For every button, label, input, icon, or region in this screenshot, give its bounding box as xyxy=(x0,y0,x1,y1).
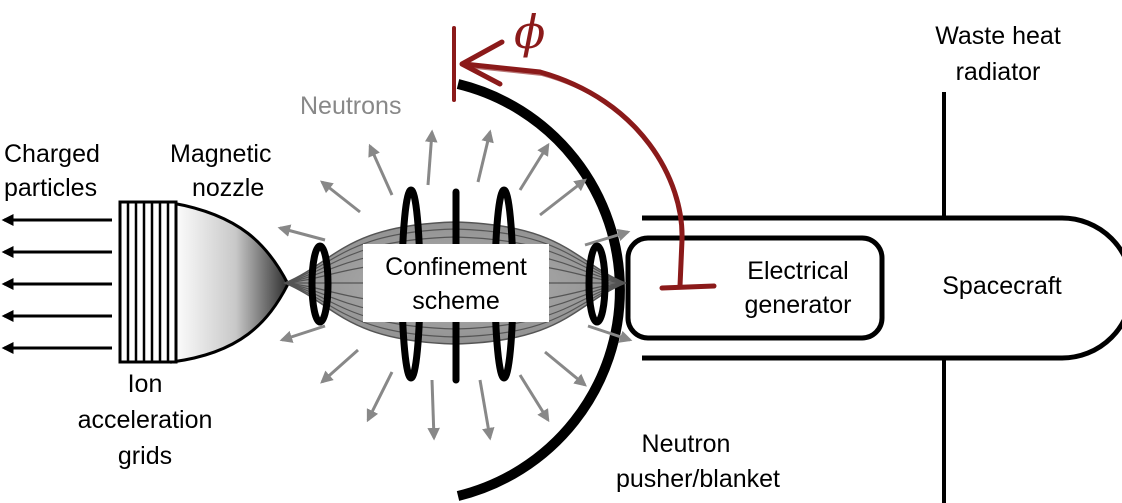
neutron-arrow xyxy=(544,350,587,387)
neutrons-label: Neutrons xyxy=(300,92,401,120)
magnetic-nozzle xyxy=(170,201,290,364)
neutron-arrow xyxy=(539,178,587,217)
ion-grids-label-line3: grids xyxy=(118,442,172,470)
neutron-arrow xyxy=(320,180,361,214)
phi-label: ϕ xyxy=(514,5,545,59)
confinement-scheme-label-line2: scheme xyxy=(412,287,500,315)
neutron-arrow xyxy=(584,228,631,247)
neutron-arrow xyxy=(518,374,550,423)
neutron-arrow xyxy=(320,348,359,384)
neutron-arrow xyxy=(279,324,326,343)
waste-heat-label-line2: radiator xyxy=(956,58,1041,86)
charged-particles-label-line1: Charged xyxy=(4,140,100,168)
magnetic-nozzle-label-line1: Magnetic xyxy=(170,140,271,168)
neutron-arrow xyxy=(368,143,394,196)
neutron-arrow xyxy=(478,379,495,441)
phi-arrow-head xyxy=(459,39,505,87)
electrical-generator-box xyxy=(625,235,885,341)
neutron-arrows xyxy=(277,129,633,441)
neutron-arrow xyxy=(427,379,440,441)
ion-grids-label-line1: Ion xyxy=(128,370,163,398)
spacecraft-label: Spacecraft xyxy=(942,272,1062,300)
ion-grids-label-line2: acceleration xyxy=(78,406,213,434)
neutron-arrow xyxy=(424,129,438,186)
neutron-pusher-arc xyxy=(456,79,625,501)
magnetic-nozzle-label-line2: nozzle xyxy=(192,174,264,202)
neutron-arrow xyxy=(518,142,550,191)
charged-particle-arrows xyxy=(1,214,112,354)
electrical-generator-label-line1: Electrical xyxy=(747,257,848,285)
neutron-arrow xyxy=(366,371,394,423)
neutron-arrow xyxy=(587,324,633,343)
neutron-pusher-label-line2: pusher/blanket xyxy=(616,465,780,493)
confinement-scheme-label-line1: Confinement xyxy=(385,253,527,281)
neutron-pusher-label-line1: Neutron xyxy=(642,430,731,458)
confinement-label-box xyxy=(363,244,549,322)
neutron-arrow xyxy=(476,129,494,183)
coil-right-small xyxy=(585,242,609,326)
charged-particles-label-line2: particles xyxy=(4,174,97,202)
phi-arrow-base xyxy=(659,283,717,291)
ion-acceleration-grids xyxy=(118,200,178,364)
electrical-generator-label-line2: generator xyxy=(744,291,851,319)
coil-left-small xyxy=(308,242,332,326)
waste-heat-label-line1: Waste heat xyxy=(935,22,1061,50)
phi-energy-arrow xyxy=(452,26,717,291)
neutron-arrow xyxy=(277,224,326,242)
